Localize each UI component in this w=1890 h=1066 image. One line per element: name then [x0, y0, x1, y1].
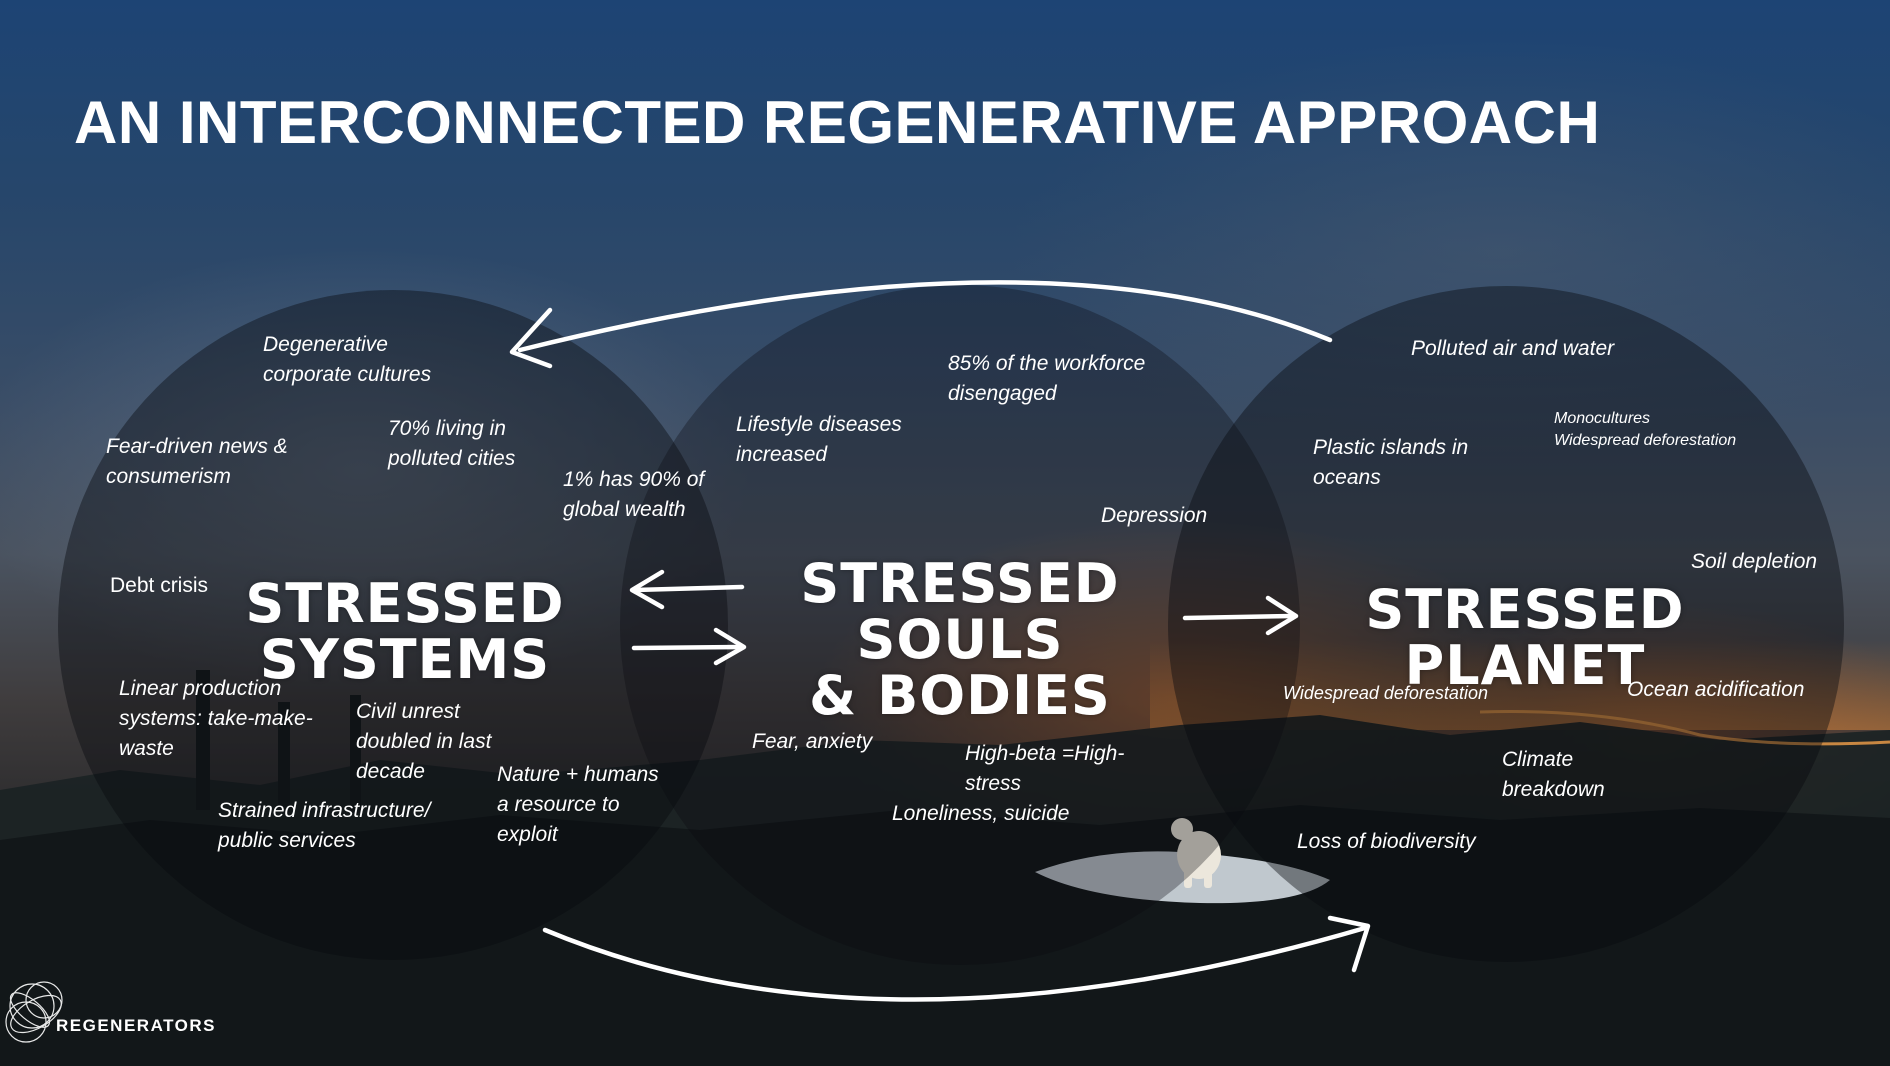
note-debt-crisis: Debt crisis: [110, 574, 209, 597]
arrow-left: [632, 584, 745, 593]
heading-line: SOULS: [856, 608, 1064, 671]
note-deforestation: Widespread deforestation: [1283, 683, 1488, 703]
top-curved-arrow-head: [509, 307, 553, 369]
arrow-left-head: [629, 569, 665, 610]
stressed-souls-heading: STRESSED SOULS & BODIES: [780, 556, 1140, 724]
heading-line: STRESSED: [245, 572, 565, 635]
top-curved-arrow: [517, 280, 1333, 353]
page-title: AN INTERCONNECTED REGENERATIVE APPROACH: [74, 89, 1601, 156]
arrow-right: [631, 644, 743, 651]
arrow-right-planet-head: [1265, 595, 1299, 636]
note-loneliness: Loneliness, suicide: [892, 802, 1070, 825]
heading-line: PLANET: [1404, 634, 1646, 697]
logo-wordmark: REGENERATORS: [56, 1016, 217, 1035]
stressed-systems-circle: [58, 290, 728, 960]
note-ocean-acidification: Ocean acidification: [1627, 678, 1805, 701]
heading-line: STRESSED: [1365, 578, 1685, 641]
chimney-shape: [350, 695, 361, 813]
note-infrastructure: Strained infrastructure/public services: [218, 799, 431, 852]
arrow-right-planet: [1182, 613, 1295, 621]
note-polluted-air: Polluted air and water: [1411, 337, 1615, 360]
heading-line: STRESSED: [800, 552, 1120, 615]
stressed-souls-circle: [620, 285, 1300, 965]
note-biodiversity: Loss of biodiversity: [1297, 830, 1476, 853]
regenerators-logo-icon: [5, 981, 63, 1043]
stressed-systems-heading: STRESSED SYSTEMS: [230, 576, 580, 688]
heading-line: SYSTEMS: [259, 628, 551, 691]
polar-bear-icon: [1171, 818, 1221, 888]
heading-line: & BODIES: [809, 664, 1111, 727]
arrow-right-head: [713, 627, 747, 666]
stressed-planet-heading: STRESSED PLANET: [1345, 582, 1705, 694]
chimney-shape: [196, 670, 210, 810]
note-depression: Depression: [1101, 504, 1208, 527]
chimney-shape: [278, 702, 290, 812]
bottom-curved-arrow-head: [1327, 915, 1371, 973]
note-high-beta: High-beta =High-stress: [965, 742, 1125, 795]
note-fear-news: Fear-driven news &consumerism: [106, 435, 288, 488]
note-fear-anxiety: Fear, anxiety: [752, 730, 873, 753]
bottom-curved-arrow: [542, 925, 1368, 1002]
note-soil-depletion: Soil depletion: [1691, 550, 1818, 573]
ice-floe: [1035, 851, 1330, 904]
